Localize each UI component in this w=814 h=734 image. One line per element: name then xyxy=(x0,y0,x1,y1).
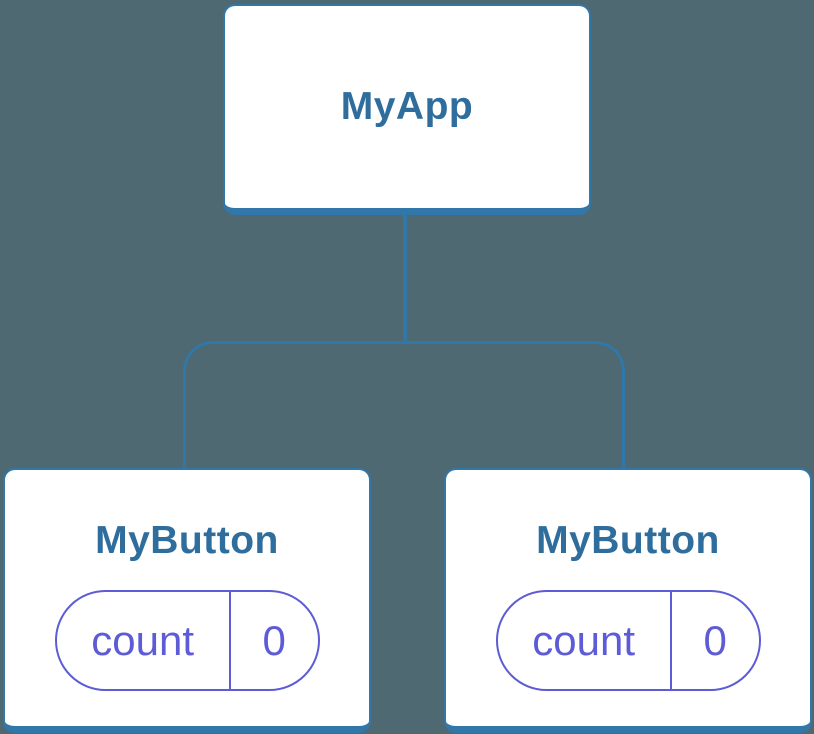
state-key: count xyxy=(532,616,635,664)
connector-root-stem xyxy=(403,215,407,341)
state-pill: count 0 xyxy=(495,590,761,691)
state-key: count xyxy=(91,616,194,664)
state-value-cell: 0 xyxy=(669,592,759,689)
component-node-mybutton-left: MyButton count 0 xyxy=(3,468,371,733)
component-label: MyButton xyxy=(95,519,279,562)
state-key-cell: count xyxy=(57,592,229,689)
component-label: MyApp xyxy=(340,85,474,128)
state-pill: count 0 xyxy=(54,590,320,691)
connector-branch xyxy=(183,341,625,470)
state-value: 0 xyxy=(703,616,727,664)
state-value-cell: 0 xyxy=(228,592,318,689)
component-label: MyButton xyxy=(536,519,720,562)
component-node-mybutton-right: MyButton count 0 xyxy=(444,468,812,733)
state-key-cell: count xyxy=(498,592,670,689)
state-value: 0 xyxy=(262,616,286,664)
component-node-myapp: MyApp xyxy=(223,4,591,215)
